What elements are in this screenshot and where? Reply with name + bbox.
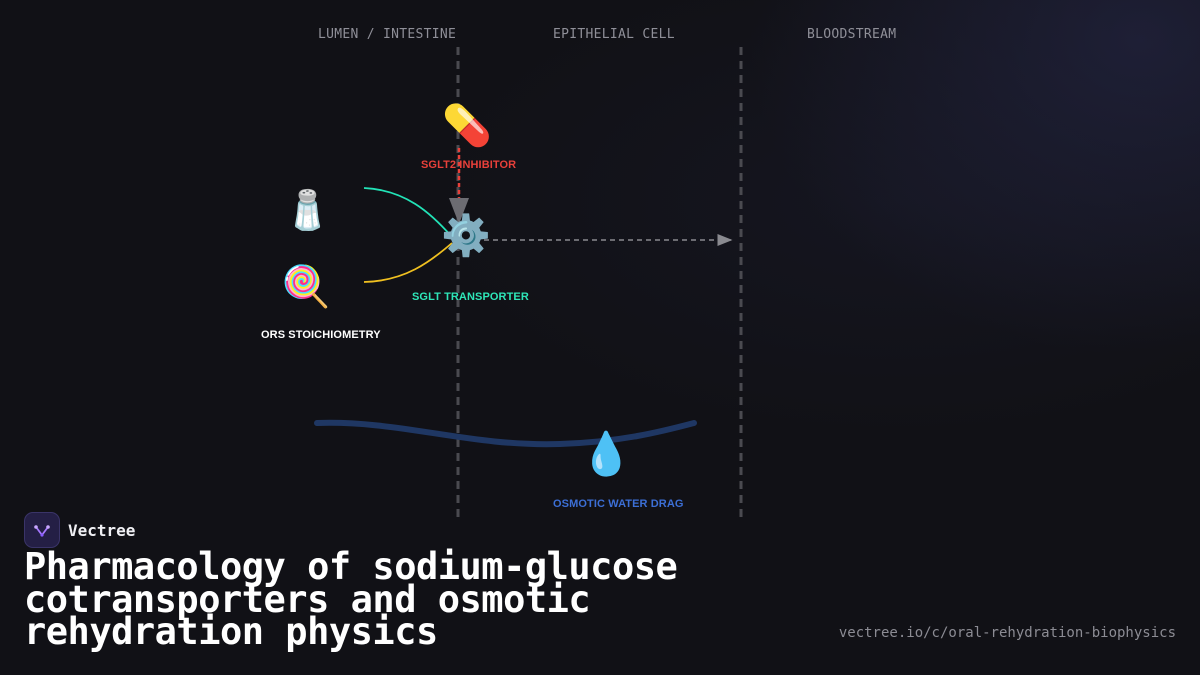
column-label-bloodstream: BLOODSTREAM <box>807 27 897 42</box>
lollipop-icon: 🍭 <box>281 265 331 309</box>
column-label-epithelial-cell: EPITHELIAL CELL <box>553 27 675 42</box>
water-drag-label: OSMOTIC WATER DRAG <box>553 498 684 510</box>
gear-icon: ⚙️ <box>441 214 491 258</box>
pill-icon: 💊 <box>442 104 492 148</box>
vectree-logo-icon <box>24 512 60 548</box>
column-label-lumen: LUMEN / INTESTINE <box>318 27 457 42</box>
brand-name: Vectree <box>68 520 136 540</box>
page-title: Pharmacology of sodium-glucose cotranspo… <box>24 545 678 653</box>
sodium-path <box>363 187 453 238</box>
inhibition-arrowhead <box>449 198 469 224</box>
transporter-label: SGLT TRANSPORTER <box>412 291 529 303</box>
page-url[interactable]: vectree.io/c/oral-rehydration-biophysics <box>838 625 1176 641</box>
brand[interactable]: Vectree <box>24 512 135 548</box>
glucose-path <box>363 242 453 283</box>
salt-shaker-icon: 🧂 <box>284 190 332 232</box>
water-flow-wave <box>314 419 697 448</box>
ors-stoichiometry-label: ORS STOICHIOMETRY <box>261 329 381 341</box>
droplet-icon: 💧 <box>580 430 633 477</box>
inhibitor-label: SGLT2 INHIBITOR <box>421 159 517 171</box>
